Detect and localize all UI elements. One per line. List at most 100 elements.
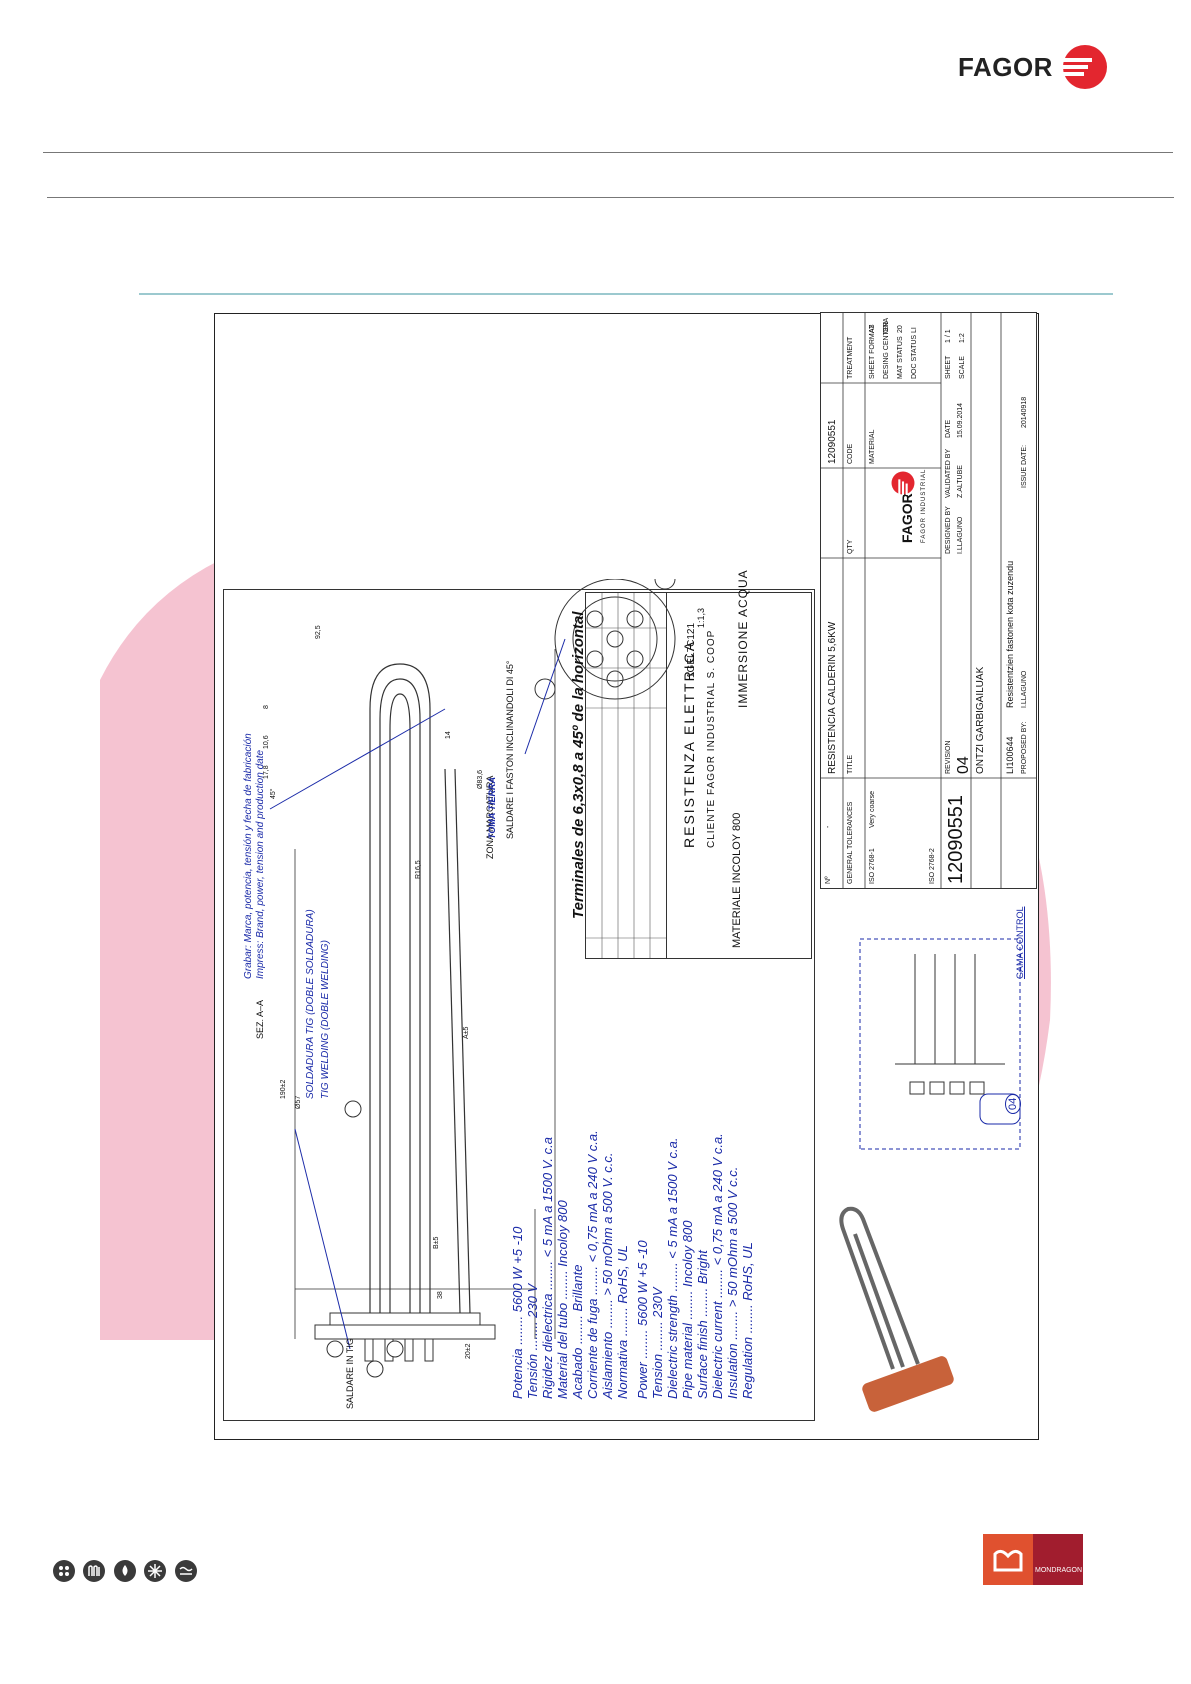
dim-38: 38: [437, 1291, 444, 1299]
spec-row: Rigidez dielectrica ........ < 5 mA a 15…: [540, 1137, 555, 1399]
sheet: 1 / 1: [945, 329, 952, 343]
dim-92-5: 92,5: [315, 625, 322, 639]
tb-fagor-industrial: FAGOR INDUSTRIAL: [921, 468, 927, 543]
treatment-label: TREATMENT: [847, 336, 854, 379]
section-label: SEZ. A–A: [255, 999, 265, 1039]
bom-table: [586, 593, 667, 958]
dim-d83: Ø83,6: [477, 769, 484, 789]
scale-label: SCALE: [959, 356, 966, 379]
footer-icons: [53, 1560, 201, 1582]
big-code: 12090551: [945, 795, 967, 884]
heater-element-drawing: [294, 579, 676, 1378]
spec-list-en: Power ........ 5600 W +5 -10 Tension ...…: [635, 1119, 755, 1399]
dim-17-8: 17,8: [263, 765, 270, 779]
no-label: Nº: [825, 876, 832, 884]
title-label: TITLE: [847, 754, 854, 774]
spec-row: Dielectric current ........ < 0,75 mA a …: [710, 1133, 725, 1399]
dim-r16: R16,5: [415, 860, 422, 879]
dim-b5: B±5: [433, 1236, 440, 1249]
date-label: DATE: [945, 419, 952, 438]
change-ref: LI100644: [1005, 736, 1015, 774]
dim-45: 45°: [270, 788, 277, 799]
tb-logo-icon: [891, 471, 915, 495]
code-value: 12090551: [827, 419, 838, 465]
cliente-label: CLIENTE FAGOR INDUSTRIAL S. COOP: [706, 629, 717, 848]
sheet-label: SHEET: [945, 355, 952, 379]
revision-label: REVISION: [945, 740, 952, 774]
designed-by: I.LLAGUNO: [957, 516, 964, 554]
iso2: ISO 2768-2: [929, 848, 936, 884]
doc-status-label: DOC STATUS: [911, 334, 918, 379]
tb-brand: FAGOR: [899, 493, 915, 543]
part-ref: 1GEL7C121: [686, 622, 697, 678]
cooling-icon: [144, 1560, 167, 1582]
issue-label: ISSUE DATE:: [1021, 444, 1028, 488]
drawing-scale: 1:1,3: [696, 607, 706, 628]
scale: 1:2: [959, 333, 966, 343]
main-title-block: Nº - TITLE RESISTENCIA CALDERIN 5,6KW QT…: [820, 312, 1037, 889]
mat-status: 20: [897, 325, 904, 333]
cooking-icon: [53, 1560, 75, 1582]
spec-row: Power ........ 5600 W +5 -10: [635, 1240, 650, 1399]
mondragon-icon: [993, 1549, 1023, 1572]
iso1: ISO 2768-1: [869, 848, 876, 884]
spec-row: Tensión ........ 230 V: [525, 1283, 540, 1399]
spec-row: Regulation ........ RoHS, UL: [740, 1242, 755, 1399]
mondragon-wordmark-bg: MONDRAGON: [1033, 1534, 1083, 1585]
dim-8: 8: [263, 705, 270, 709]
dim-a5: A±5: [463, 1026, 470, 1039]
proposed: I.LLAGUNO: [1021, 670, 1028, 708]
saldare-tig-label: SALDARE IN TIG: [345, 1338, 355, 1409]
mat-status-label: MAT STATUS: [897, 336, 904, 379]
spec-row: Normativa ........ RoHS, UL: [615, 1245, 630, 1399]
dim-d57: Ø57: [295, 1095, 302, 1109]
annotation-lines: [269, 638, 566, 1350]
spec-row: Aislamiento ........ > 50 mOhm a 500 V. …: [600, 1152, 615, 1399]
very-coarse: Very coarse: [869, 791, 876, 828]
spec-row: Tension ........ 230V: [650, 1287, 665, 1399]
title-block-logo: FAGOR FAGOR INDUSTRIAL: [881, 469, 937, 543]
material-label: MATERIAL: [869, 429, 876, 465]
no-value: -: [825, 825, 832, 828]
validated-by: Z.ALTUBE: [957, 465, 964, 498]
spec-list-es: Potencia ........ 5600 W +5 -10 Tensión …: [510, 1119, 630, 1399]
spec-row: Pipe material ........ Incoloy 800: [680, 1220, 695, 1400]
spec-row: Insulation ........ > 50 mOhm a 500 V c.…: [725, 1166, 740, 1399]
dim-20: 20±2: [465, 1343, 472, 1359]
title-value: RESISTENCIA CALDERIN 5,6KW: [827, 621, 838, 774]
date: 15.09.2014: [957, 402, 964, 438]
qty-label: QTY: [847, 539, 854, 554]
saldare-faston-label: SALDARE I FASTON INCLINANDOLI DI 45°: [505, 660, 515, 839]
bom-table-grid: [586, 593, 666, 958]
earth-label: TOMA TIERRA: [487, 777, 497, 839]
designed-by-label: DESIGNED BY: [945, 506, 952, 554]
spec-row: Corriente de fuga ........ < 0,75 mA a 2…: [585, 1130, 600, 1399]
code-label: CODE: [847, 443, 854, 464]
brand-name: FAGOR: [958, 52, 1053, 82]
designer: ONTZI GARBIGAILUAK: [975, 666, 986, 774]
heater-photo: [839, 1206, 954, 1412]
engrave-note-en: Impress: Brand, power, tension and produ…: [255, 749, 266, 979]
spec-row: Potencia ........ 5600 W +5 -10: [510, 1226, 525, 1399]
fagor-logo: FAGOR: [958, 44, 1118, 94]
side-view-sketch: [859, 938, 1021, 1150]
drawing-rotated: SEZ. A–A ZONA MARCATURA TOMA TIERRA SOLD…: [215, 312, 1038, 1439]
washing-icon: [113, 1560, 136, 1582]
spec-row: Material del tubo ........ Incoloy 800: [555, 1200, 570, 1399]
callout-04: 04: [1005, 1093, 1021, 1114]
technical-drawing: SEZ. A–A ZONA MARCATURA TOMA TIERRA SOLD…: [214, 312, 1039, 1440]
section-rule: [139, 293, 1113, 295]
gama-control-link[interactable]: GAMA CONTROL: [1015, 906, 1025, 979]
weld-note-en: TIG WELDING (DOBLE WELDING): [320, 940, 331, 1099]
header-rule-top: [43, 152, 1173, 153]
dim-10-6: 10,6: [263, 735, 270, 749]
mondragon-logo: MONDRAGON: [983, 1534, 1083, 1585]
spec-row: Surface finish ........ Bright: [695, 1250, 710, 1399]
mondragon-wordmark: MONDRAGON: [1035, 1567, 1083, 1574]
weld-note-es: SOLDADURA TIG (DOBLE SOLDADURA): [305, 909, 316, 1099]
fagor-logo-icon: [1062, 45, 1107, 89]
gen-tol-label: GENERAL TOLERANCES: [847, 801, 854, 884]
design-center: ONA: [883, 317, 890, 333]
dim-190: 190±2: [280, 1079, 287, 1099]
inner-title-block: RESISTENZA ELETTRICA IMMERSIONE ACQUA CL…: [585, 569, 812, 959]
